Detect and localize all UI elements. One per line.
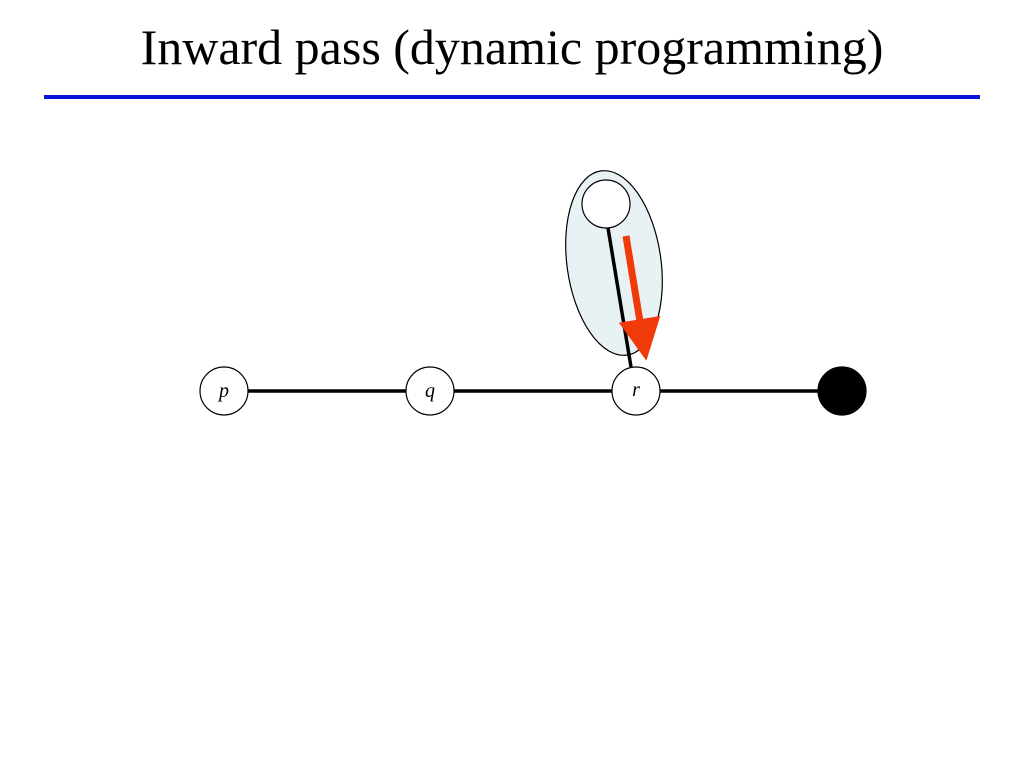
node-p-circle <box>199 366 249 416</box>
node-q-circle <box>405 366 455 416</box>
message-arrow <box>618 235 661 361</box>
node-q: q <box>405 366 455 416</box>
node-root <box>817 366 867 416</box>
node-r-label: r <box>632 379 640 401</box>
node-r-circle <box>611 366 661 416</box>
node-root-circle <box>817 366 867 416</box>
node-child <box>581 179 631 229</box>
node-p-label: p <box>217 380 229 402</box>
node-p: p <box>199 366 249 416</box>
title-rule <box>44 95 980 99</box>
node-child-circle <box>581 179 631 229</box>
slide-title: Inward pass (dynamic programming) <box>140 19 884 75</box>
node-r: r <box>611 366 661 416</box>
node-q-label: q <box>425 380 435 402</box>
